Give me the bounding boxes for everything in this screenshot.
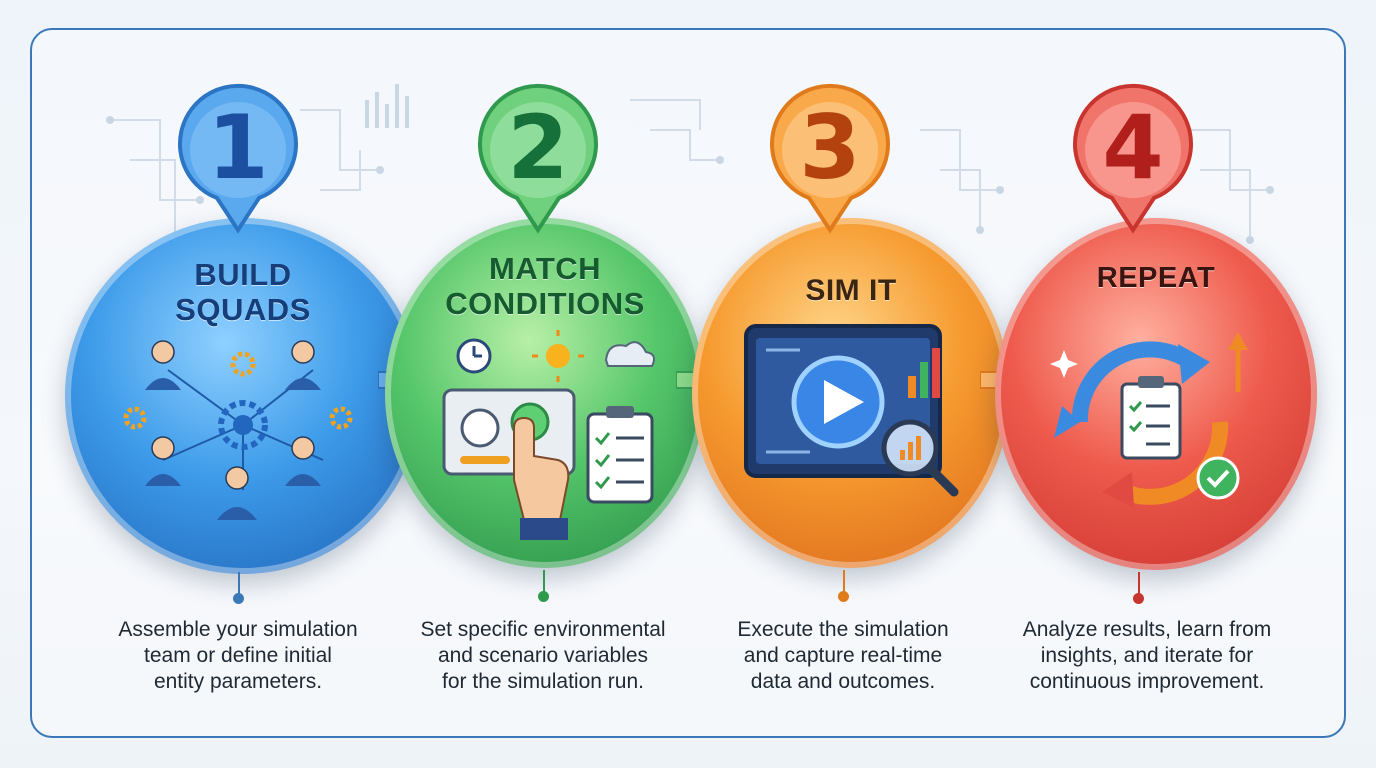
step-3-number-badge: 3 [799,96,861,199]
iterate-cycle-icon [1050,332,1248,508]
control-panel-icon [442,330,655,540]
step-4-pin [1073,84,1193,234]
step-4-connector [1138,572,1140,596]
step-1-pin [178,84,298,234]
team-network-icon [123,340,353,520]
step-1-dot [233,593,244,604]
step-2-number-badge: 2 [507,96,569,199]
step-2-connector [543,570,545,594]
step-2-dot [538,591,549,602]
step-3-dot [838,591,849,602]
step-2-description: Set specific environmental and scenario … [420,618,666,693]
step-1-description: Assemble your simulation team or define … [118,618,358,693]
step-4-number-badge: 4 [1102,96,1164,199]
simulation-play-icon [744,324,959,497]
step-3-connector [843,570,845,594]
step-1-connector [238,572,240,596]
step-4-title: REPEAT [1096,262,1216,294]
step-4-description: Analyze results, learn from insights, an… [1022,618,1272,693]
step-3-description: Execute the simulation and capture real-… [737,618,949,693]
step-3-pin [770,84,890,234]
step-1-number-badge: 1 [207,96,269,199]
step-4-dot [1133,593,1144,604]
step-2-pin [478,84,598,234]
step-3-title: SIM IT [805,274,897,307]
